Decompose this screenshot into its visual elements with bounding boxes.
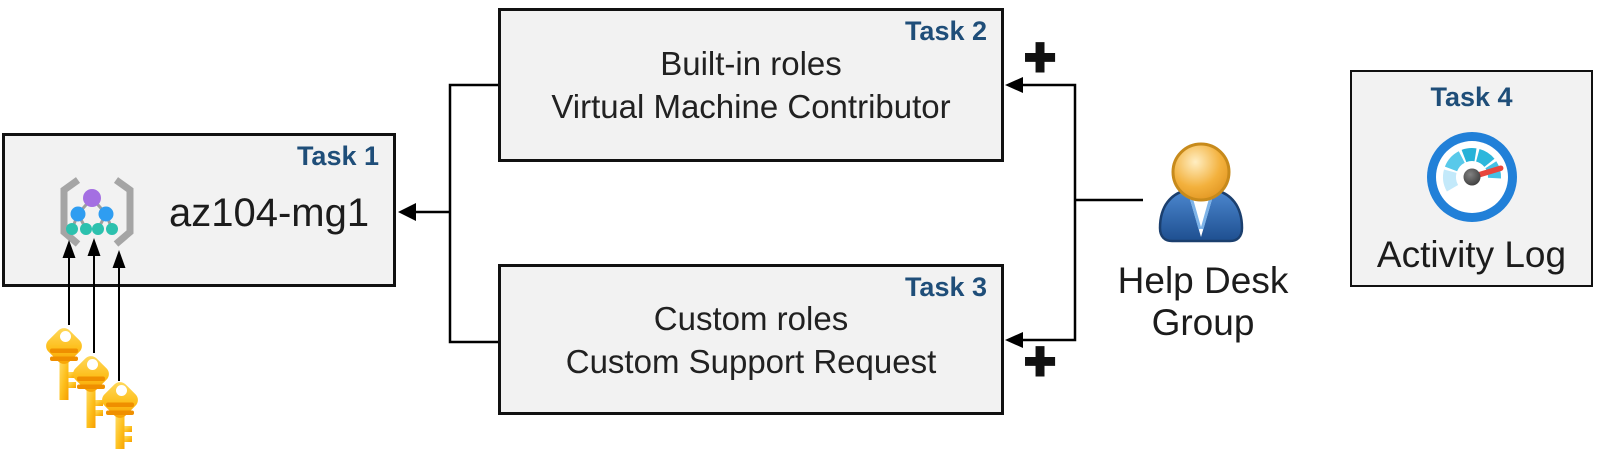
task1-box: Task 1 az104-mg1 [2,133,396,287]
task4-box: Task 4 Activity Log [1350,70,1593,287]
task4-label: Task 4 [1430,82,1513,112]
access-keys-icon [46,328,138,449]
plus-icon-top: + [1023,27,1058,87]
plus-icon-bottom: + [1023,331,1058,391]
task2-line1: Built-in roles [660,45,842,82]
task1-label: Task 1 [296,141,379,171]
task4-caption: Activity Log [1376,234,1567,275]
task2-label: Task 2 [904,16,987,46]
gauge-icon [1427,132,1517,222]
management-group-icon [60,177,134,247]
user-icon [1158,142,1244,243]
task3-text: Custom roles Custom Support Request [501,267,1001,412]
task2-box: Task 2 Built-in roles Virtual Machine Co… [498,8,1004,162]
help-desk-group-label: Help Desk Group [1117,260,1289,343]
task2-text: Built-in roles Virtual Machine Contribut… [501,11,1001,159]
key-icon [46,328,138,449]
task3-box: Task 3 Custom roles Custom Support Reque… [498,264,1004,415]
task2-line2: Virtual Machine Contributor [551,88,951,125]
task3-line2: Custom Support Request [565,342,937,380]
task3-line1: Custom roles [653,299,849,337]
management-group-name: az104-mg1 [169,190,370,235]
task3-label: Task 3 [904,272,987,302]
